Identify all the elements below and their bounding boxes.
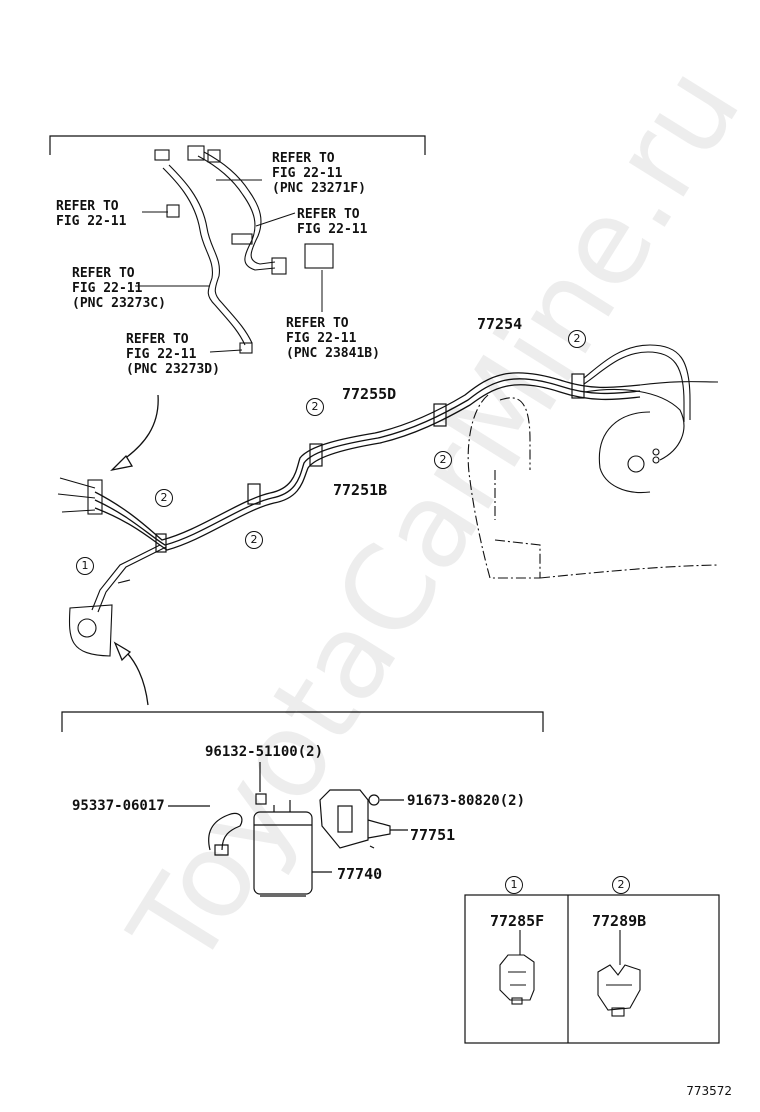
- clip-77285f-drawing: [499, 930, 535, 1005]
- direction-arrows: [110, 394, 159, 706]
- callout-2-e: 2: [568, 330, 586, 348]
- top-bracket: [49, 135, 426, 155]
- tank-connection: [583, 344, 719, 494]
- bottom-bracket: [61, 711, 544, 732]
- ref-note-fig-22-11-b: REFER TO FIG 22-11: [56, 199, 127, 229]
- legend-box: [464, 894, 720, 1044]
- callout-2-a: 2: [155, 489, 173, 507]
- part-77740: 77740: [337, 865, 383, 883]
- legend-marker-1: 1: [505, 876, 523, 894]
- callout-2-c: 2: [306, 398, 324, 416]
- legend-part-77285f: 77285F: [490, 912, 545, 930]
- ref-note-23271f: REFER TO FIG 22-11 (PNC 23271F): [272, 151, 366, 196]
- part-96132-51100: 96132-51100(2): [205, 744, 324, 760]
- clip-77289b-drawing: [597, 930, 641, 1017]
- upper-hose-assembly: [154, 145, 334, 354]
- body-outline: [467, 394, 719, 579]
- ref-note-fig-22-11-a: REFER TO FIG 22-11: [297, 207, 368, 237]
- ref-note-23273c: REFER TO FIG 22-11 (PNC 23273C): [72, 266, 166, 311]
- legend-part-77289b: 77289B: [592, 912, 647, 930]
- callout-2-b: 2: [245, 531, 263, 549]
- part-77255d: 77255D: [342, 385, 397, 403]
- line-clamps: [155, 373, 585, 553]
- part-77254: 77254: [477, 315, 523, 333]
- legend-marker-2: 2: [612, 876, 630, 894]
- part-77251b: 77251B: [333, 481, 388, 499]
- main-fuel-lines: [94, 372, 641, 551]
- part-77751: 77751: [410, 826, 456, 844]
- diagram-code: 773572: [686, 1084, 732, 1098]
- ref-note-23841b: REFER TO FIG 22-11 (PNC 23841B): [286, 316, 380, 361]
- callout-1: 1: [76, 557, 94, 575]
- ref-note-23273d: REFER TO FIG 22-11 (PNC 23273D): [126, 332, 220, 377]
- upper-leader-lines: [135, 179, 323, 353]
- canister-assembly: [168, 762, 408, 897]
- left-end-fittings: [57, 477, 167, 657]
- part-91673-80820: 91673-80820(2): [407, 793, 526, 809]
- callout-2-d: 2: [434, 451, 452, 469]
- part-95337-06017: 95337-06017: [72, 798, 165, 814]
